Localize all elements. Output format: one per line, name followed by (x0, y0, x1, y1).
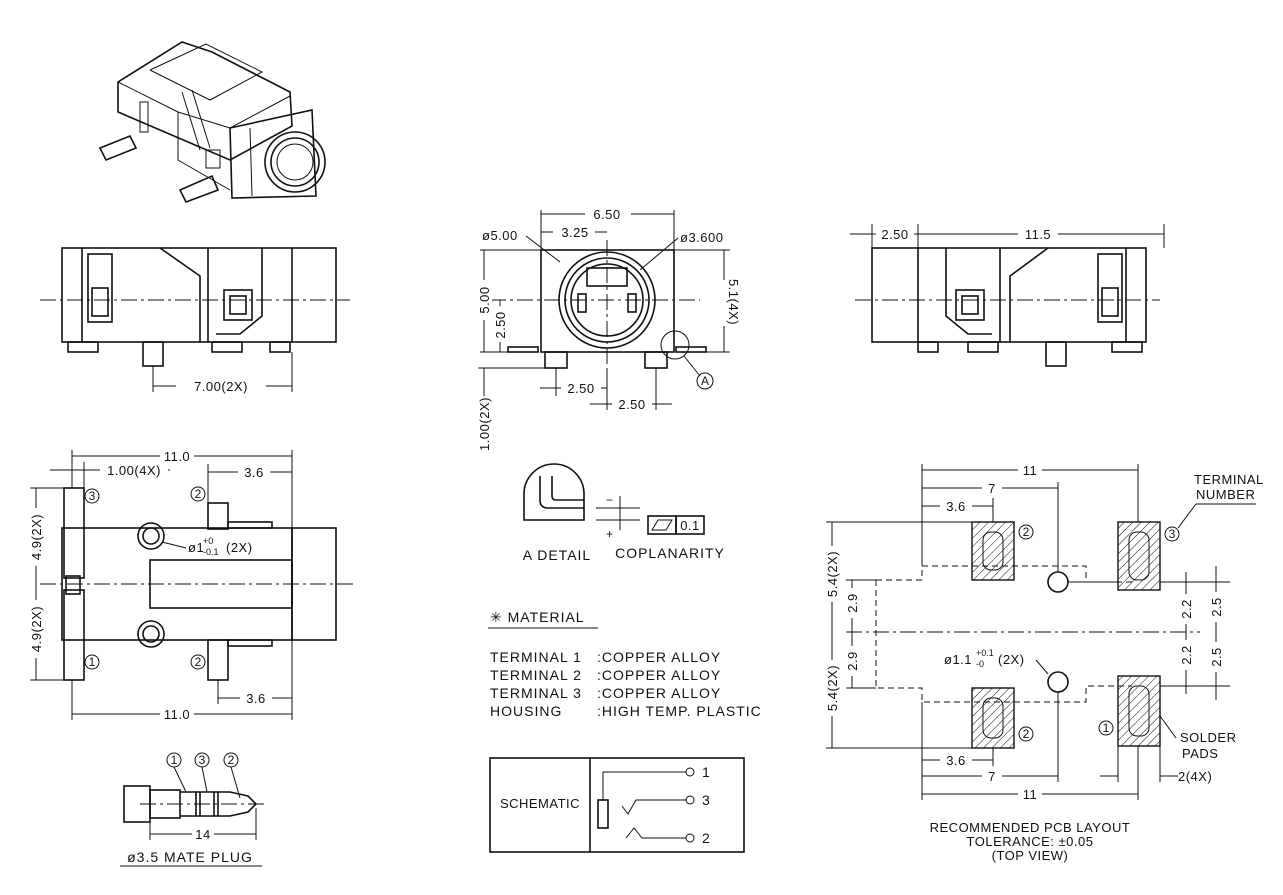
pcb-dim-2-5-bottom: 2.5 (1209, 647, 1224, 667)
pcb-dim-2-2-top: 2.2 (1179, 599, 1194, 619)
material-part-2: TERMINAL 2 (490, 667, 582, 683)
plug-length: 14 (195, 827, 210, 842)
bv-hole-tol-top: +0 (203, 536, 213, 546)
pcb-solder-2: PADS (1182, 746, 1218, 761)
coplanarity-label: COPLANARITY (615, 545, 725, 561)
schematic-pin-3: 3 (702, 792, 711, 808)
plug-pin2: 2 (228, 753, 235, 767)
pcb-terminal-number-2: NUMBER (1196, 487, 1255, 502)
pcb-layout: 11 7 3.6 11 7 3.6 5.4(2X) 5.4(2X) 2.9 (823, 462, 1264, 863)
pcb-dim-7-bottom: 7 (988, 769, 996, 784)
pcb-dim-5-4-bottom: 5.4(2X) (825, 665, 840, 711)
pcb-dim-7-top: 7 (988, 481, 996, 496)
bv-dim-3-6-bottom: 3.6 (246, 691, 266, 706)
right-side-view: 2.50 11.5 (850, 224, 1165, 367)
bv-pin2b: 2 (195, 655, 202, 669)
dim-right-2-50: 2.50 (881, 227, 908, 242)
schematic-pin-2: 2 (702, 830, 711, 846)
pcb-hole-prefix: ø1.1 (944, 652, 972, 667)
schematic-pin-1: 1 (702, 764, 711, 780)
bv-pin2a: 2 (195, 487, 202, 501)
a-detail-label: A DETAIL (523, 547, 591, 563)
coplanarity-value: 0.1 (680, 518, 700, 533)
dim-front-d36: ø3.600 (680, 230, 723, 245)
bv-dim-4-9-bottom: 4.9(2X) (29, 606, 44, 652)
pcb-hole-tol-top: +0.1 (976, 648, 994, 658)
bv-hole-prefix: ø1 (188, 540, 204, 555)
material-spec-2: :COPPER ALLOY (597, 667, 721, 683)
pcb-hole-tol-bot: -0 (976, 659, 984, 669)
dim-front-6-50: 6.50 (593, 207, 620, 222)
bv-dim-11-top: 11.0 (164, 449, 190, 464)
pcb-caption-1: RECOMMENDED PCB LAYOUT (930, 820, 1131, 835)
isometric-view (98, 41, 326, 204)
pcb-dim-2-9-top: 2.9 (845, 593, 860, 613)
pcb-dim-3-6-top: 3.6 (946, 499, 966, 514)
plug-caption: ø3.5 MATE PLUG (127, 849, 253, 865)
plug-pin3: 3 (199, 753, 206, 767)
material-part-4: HOUSING (490, 703, 562, 719)
material-spec-1: :COPPER ALLOY (597, 649, 721, 665)
pcb-pin2a: 2 (1023, 525, 1030, 539)
dim-front-d5: ø5.00 (482, 228, 518, 243)
detail-plus: + (606, 527, 613, 541)
left-side-view: 7.00(2X) (40, 247, 350, 394)
bv-hole-count: (2X) (226, 540, 253, 555)
dim-front-2-50c: 2.50 (618, 397, 645, 412)
material-spec-3: :COPPER ALLOY (597, 685, 721, 701)
bv-pin1: 1 (89, 655, 96, 669)
pcb-dim-2-9-bottom: 2.9 (845, 651, 860, 671)
bv-dim-4-9-top: 4.9(2X) (29, 514, 44, 560)
dim-front-1-00: 1.00(2X) (477, 397, 492, 451)
dim-left-7: 7.00(2X) (194, 379, 248, 394)
bv-pin3: 3 (89, 489, 96, 503)
material-table: ✳ MATERIAL TERMINAL 1 :COPPER ALLOY TERM… (488, 609, 762, 719)
callout-a: A (701, 374, 709, 388)
bv-dim-3-6-top: 3.6 (244, 465, 264, 480)
pcb-terminal-number-1: TERMINAL (1194, 472, 1264, 487)
plug-pin1: 1 (171, 753, 178, 767)
dim-front-2-50: 2.50 (493, 311, 508, 338)
pcb-dim-2-2-bottom: 2.2 (1179, 645, 1194, 665)
pcb-pin3: 3 (1169, 527, 1176, 541)
pcb-solder-1: SOLDER (1180, 730, 1236, 745)
bottom-view: 3 2 1 2 11.0 1.00(4X) 3.6 11.0 3.6 4.9 (27, 448, 354, 722)
pcb-dim-3-6-bottom: 3.6 (946, 753, 966, 768)
schematic: SCHEMATIC 1 3 2 (489, 757, 745, 853)
material-title: ✳ MATERIAL (490, 609, 585, 625)
pcb-dim-11-bottom: 11 (1023, 787, 1038, 802)
material-spec-4: :HIGH TEMP. PLASTIC (597, 703, 762, 719)
a-detail: − + 0.1 A DETAIL COPLANARITY (523, 463, 725, 563)
pcb-dim-pad: 2(4X) (1178, 769, 1212, 784)
pcb-pin2b: 2 (1023, 727, 1030, 741)
dim-front-3-25: 3.25 (561, 225, 588, 240)
pcb-caption-3: (TOP VIEW) (992, 848, 1069, 863)
pcb-caption-2: TOLERANCE: ±0.05 (967, 834, 1094, 849)
pcb-dim-2-5-top: 2.5 (1209, 597, 1224, 617)
bv-hole-tol-bot: -0.1 (203, 547, 219, 557)
dim-front-2-50b: 2.50 (567, 381, 594, 396)
dim-right-11-5: 11.5 (1025, 227, 1051, 242)
material-part-1: TERMINAL 1 (490, 649, 582, 665)
pcb-dim-11-top: 11 (1023, 463, 1038, 478)
front-view: A 6.50 3.25 ø5.00 ø3.600 5.00 2.50 5.1(4… (474, 206, 741, 454)
dim-front-5-1: 5.1(4X) (726, 279, 741, 325)
pcb-hole-count: (2X) (998, 652, 1025, 667)
detail-minus: − (606, 493, 613, 507)
bv-dim-pitch: 1.00(4X) (107, 463, 161, 478)
bv-dim-11-bottom: 11.0 (164, 707, 190, 722)
pcb-pin1: 1 (1103, 721, 1110, 735)
mate-plug: 1 3 2 14 ø3.5 MATE PLUG (120, 752, 264, 867)
dim-front-5-00: 5.00 (477, 286, 492, 313)
pcb-dim-5-4-top: 5.4(2X) (825, 551, 840, 597)
material-part-3: TERMINAL 3 (490, 685, 582, 701)
schematic-label: SCHEMATIC (500, 796, 580, 811)
